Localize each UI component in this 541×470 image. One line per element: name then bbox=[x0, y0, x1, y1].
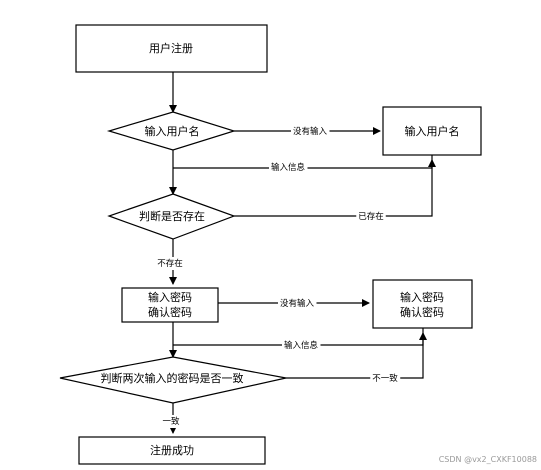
edge-label-backing bbox=[290, 125, 330, 138]
node-register: 用户注册 bbox=[75, 24, 268, 73]
arrow-exists-back bbox=[234, 159, 436, 217]
node-check-exists-label: 判断是否存在 bbox=[139, 209, 205, 223]
edge-label-already-exists: 已存在 bbox=[358, 211, 384, 222]
node-check-match-label: 判断两次输入的密码是否一致 bbox=[101, 371, 244, 385]
edge-label-not-exists: 不存在 bbox=[157, 258, 183, 269]
node-password: 输入密码 确认密码 bbox=[121, 287, 219, 323]
node-password-box-line1: 输入密码 bbox=[400, 290, 444, 304]
edge-labels: 没有输入 输入信息 已存在 不存在 没有输入 输入信息 不一致 一致 bbox=[155, 125, 401, 428]
node-input-username-box: 输入用户名 bbox=[382, 106, 482, 156]
node-success: 注册成功 bbox=[78, 436, 266, 465]
edge-label-match: 一致 bbox=[162, 416, 180, 427]
edge-label-backing bbox=[155, 257, 185, 270]
node-register-label: 用户注册 bbox=[149, 41, 193, 55]
edge-label-mismatch: 不一致 bbox=[372, 373, 398, 384]
edge-label-backing bbox=[356, 210, 386, 223]
edge-label-info-password: 输入信息 bbox=[284, 340, 319, 351]
node-password-box-line2: 确认密码 bbox=[400, 305, 444, 319]
watermark: CSDN @vx2_CXKF10088 bbox=[439, 455, 537, 464]
edge-label-backing bbox=[277, 297, 317, 310]
node-success-label: 注册成功 bbox=[150, 443, 194, 457]
arrow-mismatch-back bbox=[286, 332, 427, 379]
connectors bbox=[169, 72, 436, 434]
edge-label-backing bbox=[160, 415, 182, 428]
edge-label-no-username: 没有输入 bbox=[293, 126, 328, 137]
node-password-line1: 输入密码 bbox=[148, 290, 192, 304]
node-password-box: 输入密码 确认密码 bbox=[372, 279, 473, 329]
edge-label-backing bbox=[370, 372, 401, 385]
edge-label-info-username: 输入信息 bbox=[271, 162, 306, 173]
node-input-username-box-label: 输入用户名 bbox=[405, 124, 460, 138]
edge-label-no-password: 没有输入 bbox=[280, 298, 315, 309]
edge-label-backing bbox=[268, 161, 308, 174]
node-input-username: 输入用户名 bbox=[106, 111, 237, 151]
node-input-username-label: 输入用户名 bbox=[145, 124, 200, 138]
node-check-exists: 判断是否存在 bbox=[107, 193, 236, 240]
node-password-line2: 确认密码 bbox=[148, 305, 192, 319]
node-check-match: 判断两次输入的密码是否一致 bbox=[59, 356, 287, 404]
edge-label-backing bbox=[281, 339, 321, 352]
